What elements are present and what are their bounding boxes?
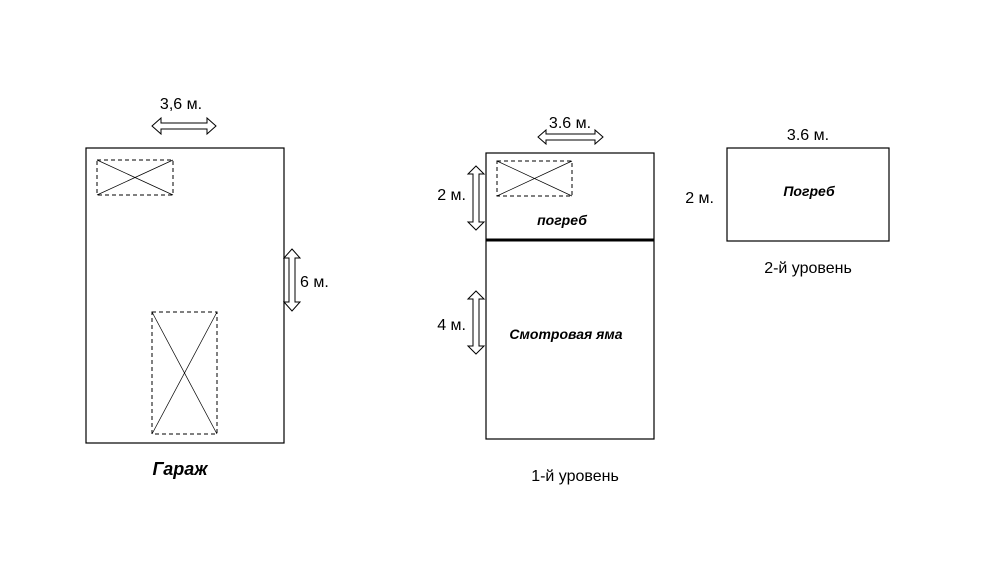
level1-pit-label: Смотровая яма [509, 326, 622, 342]
level2-height-label: 2 м. [685, 190, 714, 207]
level1-plan: 3.6 м. 2 м. 4 м. погреб Смотровая яма 1-… [437, 115, 655, 485]
level2-caption: 2-й уровень [764, 260, 852, 277]
level1-caption: 1-й уровень [531, 468, 619, 485]
level1-cellar-height-label: 2 м. [437, 187, 466, 204]
level1-width-arrow [537, 128, 604, 146]
level1-cellar-label: погреб [537, 212, 587, 228]
level2-width-label: 3.6 м. [787, 127, 829, 144]
level2-outline [726, 147, 890, 242]
garage-outline [85, 147, 285, 444]
level2-plan: 3.6 м. 2 м. Погреб 2-й уровень [685, 127, 890, 277]
level1-outline [485, 152, 655, 440]
garage-width-arrow [151, 116, 217, 136]
level1-top-marker [496, 160, 573, 197]
garage-length-label: 6 м. [300, 274, 329, 291]
level1-pit-height-arrow [466, 290, 486, 355]
garage-pit-marker [151, 311, 218, 435]
garage-top-marker [96, 159, 174, 196]
level1-width-label: 3.6 м. [549, 115, 591, 132]
garage-length-arrow [282, 248, 302, 312]
level1-pit-height-label: 4 м. [437, 317, 466, 334]
level2-cellar-label: Погреб [783, 183, 835, 199]
level1-cellar-height-arrow [466, 165, 486, 231]
garage-plan: 3,6 м. 6 м. Гараж [85, 96, 329, 479]
garage-title: Гараж [152, 459, 209, 479]
garage-width-label: 3,6 м. [160, 96, 202, 113]
